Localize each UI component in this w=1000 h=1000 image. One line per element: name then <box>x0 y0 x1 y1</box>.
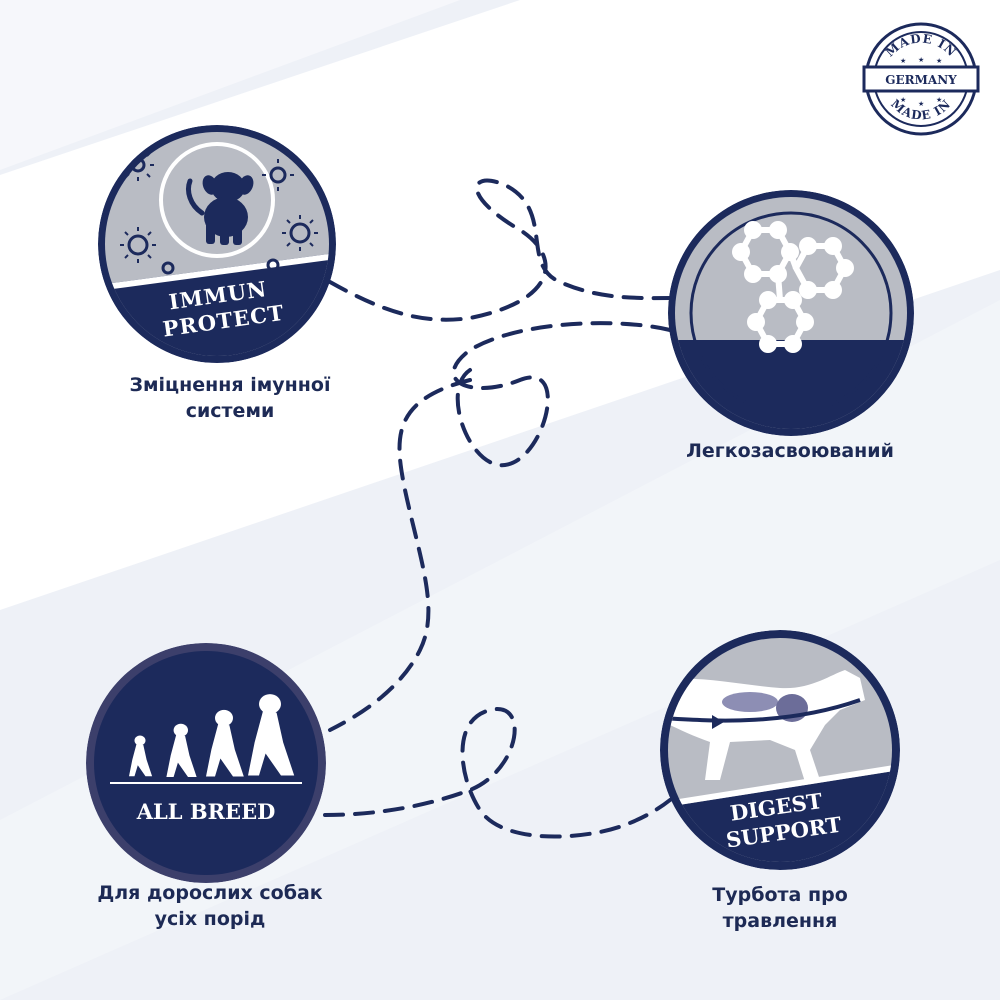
immun-caption-line2: системи <box>185 400 275 422</box>
all-breed-caption: Для дорослих собак усіх порід <box>70 880 350 932</box>
svg-text:★: ★ <box>918 100 924 108</box>
svg-text:★: ★ <box>900 57 906 65</box>
digest-caption-line2: травлення <box>722 910 838 932</box>
virus-icon <box>127 157 311 275</box>
molecule-icon <box>732 221 854 353</box>
svg-text:★: ★ <box>936 57 942 65</box>
immun-caption: Зміцнення імунної системи <box>100 372 360 424</box>
digest-support-badge: DIGEST SUPPORT <box>660 630 900 870</box>
digestible-caption-line1: Легкозасвоюваний <box>686 440 894 462</box>
immun-protect-badge: IMMUN PROTECT <box>98 125 336 363</box>
all-breed-label: ALL BREED <box>136 799 276 824</box>
svg-text:★: ★ <box>918 56 924 64</box>
all-breed-caption-line2: усіх порід <box>154 908 266 930</box>
digest-caption: Турбота про травлення <box>660 882 900 934</box>
made-in-germany-stamp: MADE IN MADE IN GERMANY ★★ ★★ ★★ <box>862 20 980 138</box>
svg-text:★: ★ <box>900 96 906 104</box>
all-breed-badge: ALL BREED <box>86 643 326 883</box>
svg-text:★: ★ <box>936 96 942 104</box>
digest-caption-line1: Турбота про <box>712 884 848 906</box>
dog-digestion-icon <box>668 670 865 782</box>
puppy-icon <box>186 172 254 245</box>
stamp-center-text: GERMANY <box>885 73 957 87</box>
dog-silhouettes-icon <box>129 694 295 777</box>
all-breed-caption-line1: Для дорослих собак <box>97 882 323 904</box>
digestible-caption: Легкозасвоюваний <box>660 438 920 464</box>
immun-caption-line1: Зміцнення імунної <box>129 374 331 396</box>
digestible-badge <box>668 190 914 436</box>
